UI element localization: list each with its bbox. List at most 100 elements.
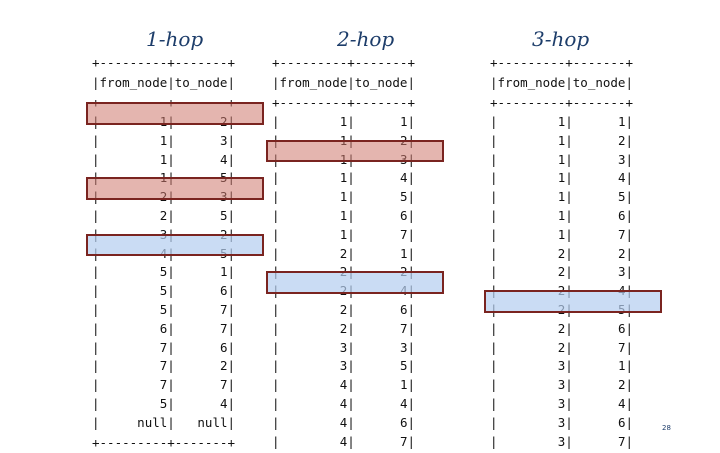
table-border-top: +---------+-------+ bbox=[272, 55, 415, 70]
table-row: | 3| 5| bbox=[272, 358, 416, 374]
table-row: | 1| 3| bbox=[490, 151, 634, 167]
row-highlight-blue bbox=[484, 290, 662, 313]
from-node-cell: 5 bbox=[159, 283, 168, 299]
from-node-cell: 1 bbox=[557, 189, 566, 205]
table-row: | 1| 5| bbox=[490, 189, 634, 205]
table-row: | 3| 4| bbox=[490, 395, 634, 411]
to-node-cell: 6 bbox=[399, 414, 408, 430]
table-border-top: +---------+-------+ bbox=[490, 55, 633, 70]
to-node-cell: 5 bbox=[219, 207, 228, 223]
from-node-cell: 3 bbox=[557, 414, 566, 430]
table-row: | 4| 4| bbox=[272, 395, 416, 411]
from-node-cell: 2 bbox=[339, 301, 348, 317]
to-node-cell: 4 bbox=[399, 170, 408, 186]
to-node-cell: 4 bbox=[617, 170, 626, 186]
from-node-cell: 1 bbox=[557, 226, 566, 242]
table-row: | 1| 1| bbox=[272, 114, 416, 129]
row-highlight-blue bbox=[86, 233, 264, 257]
from-node-cell: 2 bbox=[339, 245, 348, 261]
table-row: | 7| 6| bbox=[92, 339, 236, 355]
from-node-cell: 2 bbox=[557, 264, 566, 280]
from-node-cell: 1 bbox=[557, 132, 566, 148]
row-highlight-red bbox=[86, 102, 264, 125]
to-node-cell: 7 bbox=[617, 226, 626, 242]
to-node-cell: 7 bbox=[617, 433, 626, 449]
from-node-cell: 3 bbox=[557, 358, 566, 374]
to-node-cell: 1 bbox=[617, 114, 626, 129]
table-row: | 1| 6| bbox=[490, 207, 634, 223]
from-node-cell: 4 bbox=[339, 377, 348, 393]
from-node-cell: 1 bbox=[339, 170, 348, 186]
to-node-cell: 6 bbox=[617, 414, 626, 430]
from-node-cell: 2 bbox=[557, 320, 566, 336]
to-node-cell: 6 bbox=[399, 301, 408, 317]
to-node-cell: 2 bbox=[617, 132, 626, 148]
table-row: | 7| 7| bbox=[92, 377, 236, 393]
to-node-cell: 3 bbox=[399, 339, 408, 355]
table-row: | 5| 7| bbox=[92, 301, 236, 317]
table-title-1-hop: 1-hop bbox=[146, 27, 204, 51]
table-row: | 1| 2| bbox=[490, 132, 634, 148]
table-row: | 3| 1| bbox=[490, 358, 634, 374]
to-node-cell: 7 bbox=[399, 226, 408, 242]
to-node-cell: 4 bbox=[219, 395, 228, 411]
table-border-mid: +---------+-------+ bbox=[490, 95, 633, 110]
row-highlight-blue bbox=[266, 271, 444, 294]
to-node-cell: 5 bbox=[617, 189, 626, 205]
to-node-cell: 2 bbox=[219, 358, 228, 374]
table-row: | 1| 4| bbox=[490, 170, 634, 186]
from-node-cell: 4 bbox=[339, 395, 348, 411]
from-node-cell: 4 bbox=[339, 414, 348, 430]
to-node-cell: 7 bbox=[219, 377, 228, 393]
from-node-cell: 1 bbox=[339, 114, 348, 129]
to-node-cell: 1 bbox=[219, 264, 228, 280]
from-node-cell: 1 bbox=[557, 151, 566, 167]
to-node-cell: 6 bbox=[617, 207, 626, 223]
to-node-cell: 4 bbox=[399, 395, 408, 411]
from-node-cell: 3 bbox=[339, 358, 348, 374]
table-row: | 1| 4| bbox=[272, 170, 416, 186]
from-node-cell: 5 bbox=[159, 301, 168, 317]
table-row: | 4| 7| bbox=[272, 433, 416, 449]
table-row: | 4| 1| bbox=[272, 377, 416, 393]
to-node-cell: 1 bbox=[399, 377, 408, 393]
table-row: | 3| 6| bbox=[490, 414, 634, 430]
table-title-2-hop: 2-hop bbox=[337, 27, 395, 51]
from-node-cell: 2 bbox=[159, 207, 168, 223]
to-node-cell: 4 bbox=[219, 151, 228, 167]
table-row: | 2| 7| bbox=[490, 339, 634, 355]
to-node-cell: 2 bbox=[617, 245, 626, 261]
to-node-cell: 1 bbox=[399, 245, 408, 261]
table-row: | 2| 6| bbox=[272, 301, 416, 317]
from-node-cell: 1 bbox=[339, 207, 348, 223]
table-row: | 1| 7| bbox=[490, 226, 634, 242]
to-node-cell: 7 bbox=[617, 339, 626, 355]
table-row: | 1| 4| bbox=[92, 151, 236, 167]
table-row: | 3| 2| bbox=[490, 377, 634, 393]
result-table-2-hop: +---------+-------+|from_node|to_node|+-… bbox=[272, 53, 415, 451]
to-node-cell: 1 bbox=[399, 114, 408, 129]
table-border-bottom: +---------+-------+ bbox=[92, 434, 235, 450]
from-node-cell: 1 bbox=[339, 226, 348, 242]
table-row: | 4| 6| bbox=[272, 414, 416, 430]
to-node-cell: 5 bbox=[399, 189, 408, 205]
from-node-cell: 3 bbox=[339, 339, 348, 355]
table-row: | 1| 1| bbox=[490, 114, 634, 129]
table-row: | 3| 7| bbox=[490, 433, 634, 449]
row-highlight-red bbox=[266, 139, 444, 163]
to-node-cell: 6 bbox=[399, 207, 408, 223]
to-node-cell: 1 bbox=[617, 358, 626, 374]
table-row: | 2| 7| bbox=[272, 320, 416, 336]
from-node-cell: 1 bbox=[557, 114, 566, 129]
table-row: | 1| 6| bbox=[272, 207, 416, 223]
table-row: | 6| 7| bbox=[92, 320, 236, 336]
from-node-cell: 7 bbox=[159, 358, 168, 374]
from-node-cell: 1 bbox=[159, 151, 168, 167]
table-title-3-hop: 3-hop bbox=[532, 27, 590, 51]
to-node-cell: 5 bbox=[399, 358, 408, 374]
table-border-top: +---------+-------+ bbox=[92, 55, 235, 70]
to-node-cell: 7 bbox=[219, 320, 228, 336]
from-node-cell: 5 bbox=[159, 395, 168, 411]
table-row: | 5| 1| bbox=[92, 264, 236, 280]
table-row: | null| null| bbox=[92, 414, 236, 430]
